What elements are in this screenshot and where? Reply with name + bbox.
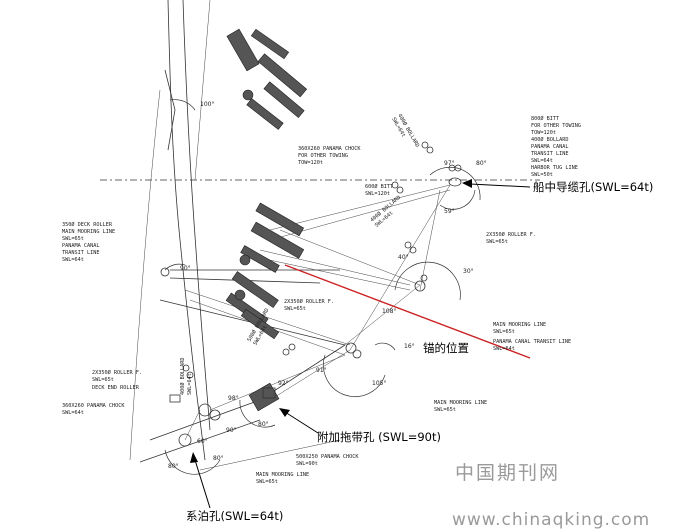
annotation-arrows [190,179,531,509]
svg-text:98°: 98° [228,395,239,402]
svg-text:350Ø DECK ROLLER: 350Ø DECK ROLLER [62,221,113,228]
label-bitt-800: 800Ø BITT FOR OTHER TOWING TOW=120t 400Ø… [531,115,581,178]
label-main-mooring-right: MAIN MOORING LINE SWL=65t PANAMA CANAL T… [493,322,571,352]
label-chock-360-top: 360X260 PANAMA CHOCK FOR OTHER TOWING TO… [298,146,361,166]
label-deck-roller: 350Ø DECK ROLLER MAIN MOORING LINE SWL=6… [62,221,115,263]
svg-text:91°: 91° [316,367,327,374]
svg-text:600Ø BITT: 600Ø BITT [365,183,393,190]
svg-text:SWL=65t: SWL=65t [92,377,114,383]
svg-text:SWL=65t: SWL=65t [284,306,306,312]
svg-text:2X350Ø ROLLER F.: 2X350Ø ROLLER F. [284,298,334,305]
svg-text:80°: 80° [476,160,487,167]
svg-text:MAIN MOORING LINE: MAIN MOORING LINE [256,472,309,478]
svg-text:90°: 90° [226,427,237,434]
svg-text:SWL=64t: SWL=64t [187,373,193,395]
svg-text:100°: 100° [200,101,214,108]
svg-text:360X260 PANAMA CHOCK: 360X260 PANAMA CHOCK [298,146,361,152]
svg-text:SWL=64t: SWL=64t [531,158,553,164]
label-bollard-400-top: 400Ø BOLLARD SWL=64t [390,113,421,149]
svg-text:TRANSIT LINE: TRANSIT LINE [531,151,568,157]
deck-machinery [225,28,308,412]
svg-text:108°: 108° [382,308,396,315]
annotation-extra-tow-hole: 附加拖带孔 (SWL=90t) [317,430,441,444]
watermark-cn: 中国期刊网 [455,462,560,484]
svg-text:16°: 16° [404,343,415,350]
label-roller-2x350-right: 2X350Ø ROLLER F. SWL=65t [486,231,536,245]
label-bitt-600: 600Ø BITT SWL=120t [365,183,393,197]
svg-text:DECK END ROLLER: DECK END ROLLER [92,385,140,391]
svg-text:92°: 92° [278,380,289,387]
svg-text:SWL=64t: SWL=64t [62,257,84,263]
anchor-position-line [284,264,531,359]
annotation-center-fairlead: 船中导缆孔(SWL=64t) [533,180,653,194]
angle-labels: 100° 97° 80° 59° 30° 40° 108° 16° 91° 10… [168,101,487,470]
svg-text:2X350Ø ROLLER F.: 2X350Ø ROLLER F. [486,231,536,238]
svg-text:97°: 97° [444,160,455,167]
svg-text:40°: 40° [398,254,409,261]
svg-text:60°: 60° [197,438,208,445]
svg-text:PANAMA CANAL: PANAMA CANAL [62,243,99,249]
label-chock-500: 500X250 PANAMA CHOCK SWL=90t [296,454,359,467]
angle-arcs [164,99,481,475]
label-main-mooring-bottom: MAIN MOORING LINE SWL=65t [434,400,487,413]
svg-text:HARBOR TUG LINE: HARBOR TUG LINE [531,165,578,171]
svg-text:80°: 80° [168,463,179,470]
svg-text:SWL=50t: SWL=50t [531,172,553,178]
svg-text:30°: 30° [463,268,474,275]
svg-text:SWL=65t: SWL=65t [493,329,515,335]
svg-text:SWL=120t: SWL=120t [365,191,390,197]
svg-text:SWL=65t: SWL=65t [256,479,278,485]
svg-text:360X260 PANAMA CHOCK: 360X260 PANAMA CHOCK [62,403,125,409]
svg-text:MAIN MOORING LINE: MAIN MOORING LINE [493,322,546,328]
svg-text:SWL=64t: SWL=64t [493,346,515,352]
svg-text:TOW=120t: TOW=120t [298,160,323,166]
svg-text:SWL=65t: SWL=65t [434,407,456,413]
svg-text:SWL=90t: SWL=90t [296,461,318,467]
svg-text:MAIN MOORING LINE: MAIN MOORING LINE [62,229,115,235]
mooring-fittings [160,141,462,447]
svg-text:SWL=64t: SWL=64t [62,410,84,416]
svg-text:TRANSIT LINE: TRANSIT LINE [62,250,99,256]
svg-text:105°: 105° [372,380,386,387]
annotation-mooring-hole: 系泊孔(SWL=64t) [186,509,283,523]
label-roller-2x350-mid: 2X350Ø ROLLER F. SWL=65t [284,298,334,312]
watermark-url: www.chinaqking.com [452,510,650,530]
svg-text:2X350Ø ROLLER F.: 2X350Ø ROLLER F. [92,369,142,376]
svg-text:PANAMA CANAL TRANSIT LINE: PANAMA CANAL TRANSIT LINE [493,339,571,345]
svg-text:PANAMA CANAL: PANAMA CANAL [531,144,568,150]
svg-text:FOR OTHER TOWING: FOR OTHER TOWING [298,153,348,159]
label-roller-2x350-left: 2X350Ø ROLLER F. SWL=65t DECK END ROLLER [92,369,142,391]
label-main-mooring-lowest: MAIN MOORING LINE SWL=65t [256,472,309,485]
svg-text:80°: 80° [213,455,224,462]
svg-text:59°: 59° [444,208,455,215]
svg-text:SWL=65t: SWL=65t [62,236,84,242]
svg-text:FOR OTHER TOWING: FOR OTHER TOWING [531,123,581,129]
svg-text:800Ø BITT: 800Ø BITT [531,115,559,122]
svg-text:MAIN MOORING LINE: MAIN MOORING LINE [434,400,487,406]
svg-text:400Ø BOLLARD: 400Ø BOLLARD [531,136,568,143]
svg-text:TOW=120t: TOW=120t [531,130,556,136]
svg-text:400Ø BOLLARD: 400Ø BOLLARD [179,358,186,395]
label-bollard-400-low: 400Ø BOLLARD SWL=64t [179,358,193,395]
svg-text:SWL=65t: SWL=65t [486,239,508,245]
annotation-anchor-position: 锚的位置 [423,341,469,355]
label-bollard-400-mid: 400Ø BOLLARD SWL=64t [369,194,402,229]
svg-text:500X250 PANAMA CHOCK: 500X250 PANAMA CHOCK [296,454,359,460]
svg-text:90°: 90° [180,265,191,272]
label-chock-360-left: 360X260 PANAMA CHOCK SWL=64t [62,403,125,416]
svg-text:80°: 80° [258,421,269,428]
